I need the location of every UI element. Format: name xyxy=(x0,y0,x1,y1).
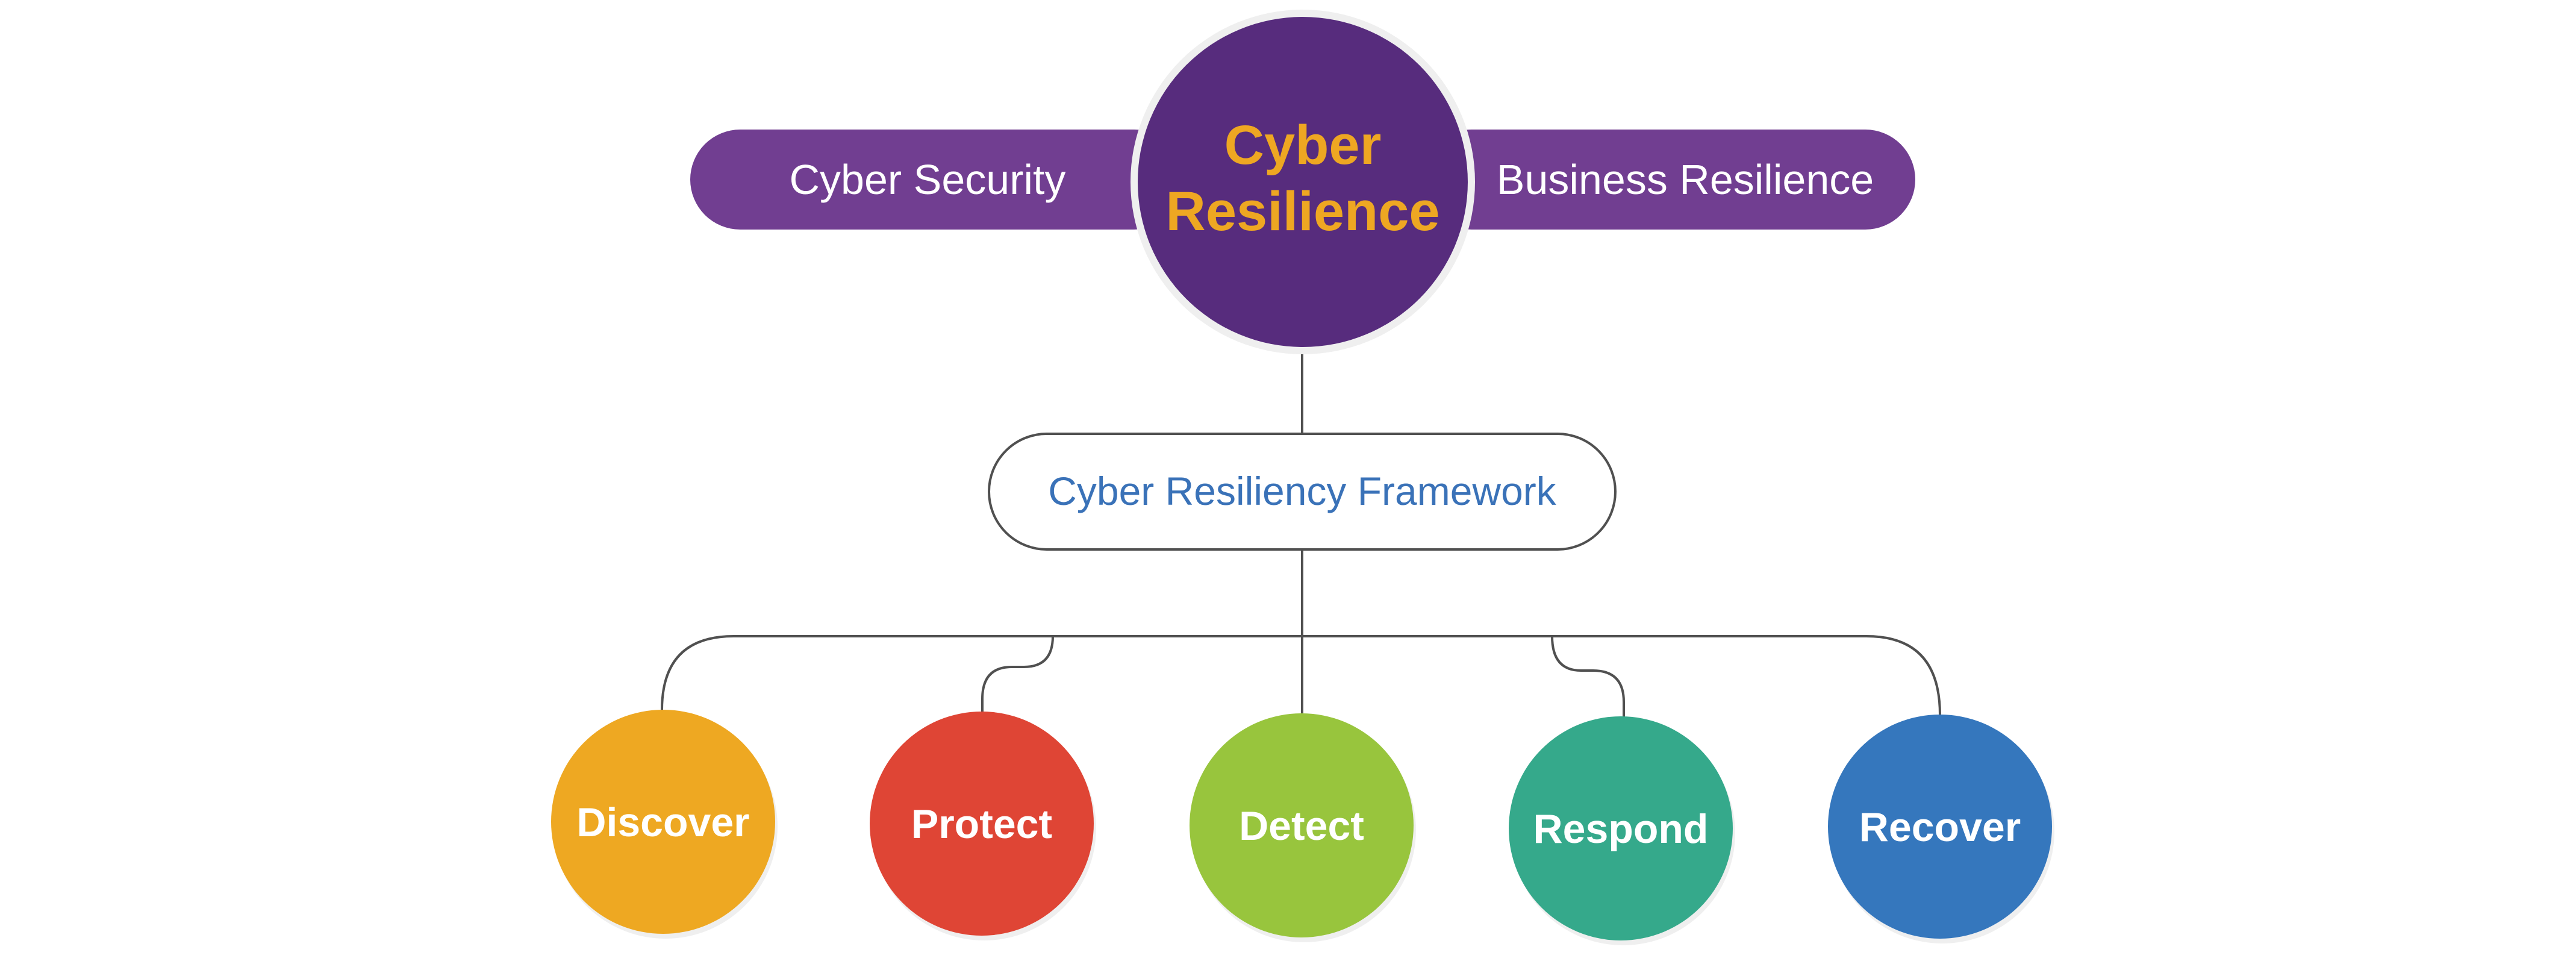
discover-circle xyxy=(551,710,775,934)
left-pill: Cyber Security xyxy=(690,130,1184,230)
discover-connector xyxy=(661,635,734,711)
phase-node-discover: Discover xyxy=(551,710,778,939)
hub-circle xyxy=(1138,17,1468,347)
framework-label: Cyber Resiliency Framework xyxy=(1048,469,1557,513)
detect-label: Detect xyxy=(1239,803,1364,849)
hub-title-line1: Cyber xyxy=(1224,114,1382,176)
right-pill-label: Business Resilience xyxy=(1497,156,1874,203)
detect-circle xyxy=(1190,713,1414,937)
hub-node: Cyber Resilience xyxy=(1131,10,1475,354)
phase-node-detect: Detect xyxy=(1190,713,1416,942)
respond-label: Respond xyxy=(1533,806,1709,852)
right-pill-shape xyxy=(1421,130,1915,230)
connectors xyxy=(661,354,1941,717)
left-pill-shape xyxy=(690,130,1184,230)
phase-node-protect: Protect xyxy=(870,712,1096,940)
respond-connector xyxy=(1551,636,1625,717)
recover-circle xyxy=(1828,715,2052,939)
framework-box xyxy=(988,433,1617,551)
phase-node-respond: Respond xyxy=(1509,716,1735,945)
hub-title-line2: Resilience xyxy=(1165,181,1439,242)
right-pill: Business Resilience xyxy=(1421,130,1915,230)
phase-nodes: Discover Protect Detect Respond Recover xyxy=(551,710,2054,945)
protect-circle xyxy=(870,712,1094,936)
recover-label: Recover xyxy=(1859,804,2021,850)
respond-circle xyxy=(1509,716,1733,940)
phase-node-recover: Recover xyxy=(1828,715,2054,943)
protect-label: Protect xyxy=(911,801,1052,847)
framework-node: Cyber Resiliency Framework xyxy=(988,433,1617,551)
protect-connector xyxy=(981,636,1054,712)
recover-connector xyxy=(1866,635,1941,716)
discover-label: Discover xyxy=(576,799,749,845)
left-pill-label: Cyber Security xyxy=(789,156,1065,203)
